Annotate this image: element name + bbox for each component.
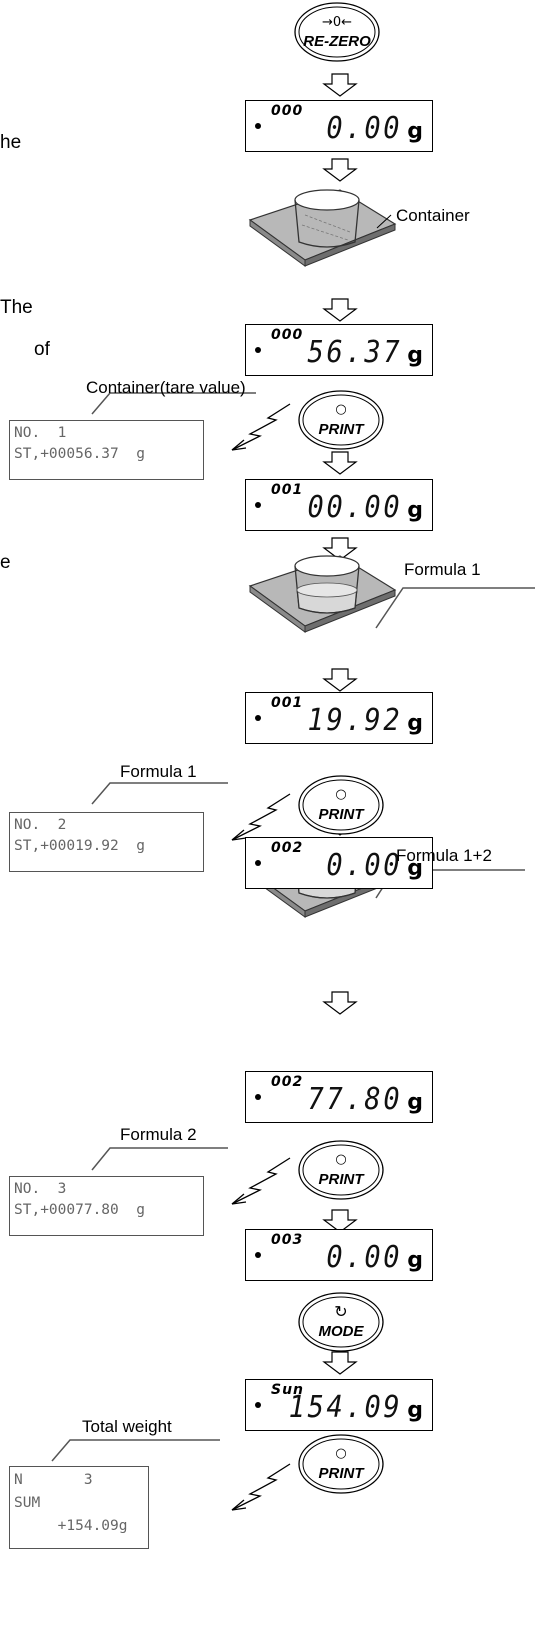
display-unit: g — [407, 856, 423, 881]
printout-line: +154.09g — [14, 1518, 128, 1534]
print-circle-icon: ○ — [335, 787, 347, 802]
formula1-beaker-label: Formula 1 — [404, 560, 481, 579]
print-circle-icon: ○ — [335, 1152, 347, 1167]
print-label: PRINT — [318, 421, 364, 438]
display-index: 001 — [271, 695, 304, 711]
stable-dot-icon — [255, 1402, 261, 1408]
display-unit: g — [407, 1248, 423, 1273]
formula12-label: Formula 1+2 — [396, 846, 492, 865]
stable-dot-icon — [255, 1094, 261, 1100]
display-value: 0.00 — [326, 1240, 402, 1275]
stable-dot-icon — [255, 502, 261, 508]
rezero-button[interactable]: →0← RE-ZERO — [292, 0, 382, 64]
display-unit: g — [407, 1090, 423, 1115]
printout-line: NO. 3 — [14, 1181, 67, 1197]
printout-line: NO. 1 — [14, 425, 67, 441]
display-unit: g — [407, 119, 423, 144]
display-unit: g — [407, 1398, 423, 1423]
cut-text-1: he — [0, 132, 22, 153]
display-value: 19.92 — [307, 703, 402, 738]
balance-display-2: 000 56.37 g — [245, 324, 433, 376]
refresh-icon: ↻ — [334, 1302, 348, 1321]
cut-text-2: The — [0, 297, 33, 318]
formula2-print-label: Formula 2 — [120, 1125, 197, 1144]
mode-button[interactable]: ↻ MODE — [296, 1290, 386, 1354]
balance-display-3: 001 00.00 g — [245, 479, 433, 531]
printout-1: NO. 1 ST,+00056.37 g — [9, 420, 204, 480]
display-index: 000 — [271, 103, 304, 119]
stable-dot-icon — [255, 347, 261, 353]
balance-display-8: Sun 154.09 g — [245, 1379, 433, 1431]
beaker-empty-icon — [249, 189, 396, 267]
printout-line: ST,+00056.37 g — [14, 446, 145, 462]
cut-text-3: of — [34, 339, 50, 360]
print-button-2[interactable]: ○ PRINT — [296, 773, 386, 837]
printout-line: SUM — [14, 1495, 41, 1511]
balance-display-6: 002 77.80 g — [245, 1071, 433, 1123]
display-index: 002 — [271, 1074, 304, 1090]
print-circle-icon: ○ — [335, 1446, 347, 1461]
printout-line: NO. 2 — [14, 817, 67, 833]
beaker-formula1-icon — [249, 555, 396, 633]
stable-dot-icon — [255, 1252, 261, 1258]
display-value: 0.00 — [326, 111, 402, 146]
print-button-1[interactable]: ○ PRINT — [296, 388, 386, 452]
printout-line: ST,+00077.80 g — [14, 1202, 145, 1218]
rezero-icon: →0← — [321, 15, 353, 30]
mode-label: MODE — [318, 1323, 364, 1340]
display-value: 00.00 — [307, 490, 402, 525]
cut-text-4: e — [0, 552, 11, 573]
formula1-print-label: Formula 1 — [120, 762, 197, 781]
print-button-4[interactable]: ○ PRINT — [296, 1432, 386, 1496]
printout-3: NO. 3 ST,+00077.80 g — [9, 1176, 204, 1236]
printout-4: N 3 SUM +154.09g — [9, 1466, 149, 1549]
container-label: Container — [396, 206, 470, 225]
display-index: 003 — [271, 1232, 304, 1248]
printout-line: N 3 — [14, 1472, 93, 1488]
print-label: PRINT — [318, 1465, 364, 1482]
stable-dot-icon — [255, 715, 261, 721]
display-unit: g — [407, 498, 423, 523]
balance-display-1: 000 0.00 g — [245, 100, 433, 152]
display-value: 77.80 — [307, 1082, 402, 1117]
print-circle-icon: ○ — [335, 402, 347, 417]
balance-display-7: 003 0.00 g — [245, 1229, 433, 1281]
stable-dot-icon — [255, 860, 261, 866]
printout-2: NO. 2 ST,+00019.92 g — [9, 812, 204, 872]
printout-line: ST,+00019.92 g — [14, 838, 145, 854]
balance-display-5: 002 0.00 g — [245, 837, 433, 889]
rezero-label: RE-ZERO — [303, 33, 371, 50]
stable-dot-icon — [255, 123, 261, 129]
display-index: 002 — [271, 840, 304, 856]
print-label: PRINT — [318, 1171, 364, 1188]
balance-display-4: 001 19.92 g — [245, 692, 433, 744]
display-index: 000 — [271, 327, 304, 343]
display-index: Sun — [271, 1382, 305, 1398]
total-weight-label: Total weight — [82, 1417, 172, 1436]
display-value: 56.37 — [307, 335, 402, 370]
container-tare-label: Container(tare value) — [86, 378, 246, 397]
display-value: 0.00 — [326, 848, 402, 883]
display-value: 154.09 — [288, 1390, 402, 1425]
print-label: PRINT — [318, 806, 364, 823]
display-index: 001 — [271, 482, 304, 498]
display-unit: g — [407, 711, 423, 736]
display-unit: g — [407, 343, 423, 368]
print-button-3[interactable]: ○ PRINT — [296, 1138, 386, 1202]
